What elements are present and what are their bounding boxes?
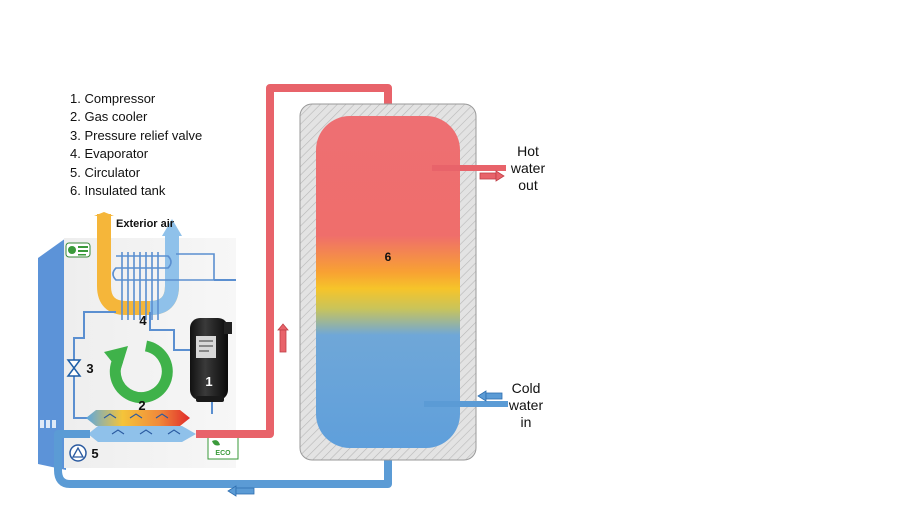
cold-water-in-label-line-1: Cold bbox=[511, 380, 541, 396]
hot-water-supply-pipe bbox=[196, 84, 392, 438]
cold-water-inlet bbox=[424, 390, 508, 407]
pressure-relief-valve-icon bbox=[66, 359, 82, 377]
eco-badge-icon: ECO bbox=[207, 436, 239, 460]
unit-side-panel bbox=[38, 238, 66, 470]
cold-water-in-label-line-2: water bbox=[508, 397, 544, 413]
hot-water-out-label-line-2: water bbox=[510, 160, 546, 176]
legend-item-insulated-tank: 6. Insulated tank bbox=[70, 183, 166, 199]
legend-item-evaporator: 4. Evaporator bbox=[70, 146, 149, 162]
callout-5: 5 bbox=[91, 446, 98, 461]
hot-flow-up-arrow-icon bbox=[277, 323, 289, 353]
tank-water-body bbox=[316, 116, 460, 448]
component-legend: 1. Compressor 2. Gas cooler 3. Pressure … bbox=[70, 90, 202, 200]
refrigerant-cycle-arrow-icon bbox=[104, 340, 173, 404]
water-coil bbox=[88, 426, 196, 442]
evaporator-coil bbox=[112, 252, 215, 320]
callout-1: 1 bbox=[205, 374, 212, 389]
brand-logo-icon bbox=[65, 242, 91, 258]
compressor bbox=[190, 318, 232, 402]
cold-water-in-label-line-3: in bbox=[520, 414, 532, 430]
exterior-air-label: Exterior air bbox=[116, 218, 175, 230]
legend-item-compressor: 1. Compressor bbox=[70, 91, 156, 106]
circulator-pump-icon bbox=[69, 444, 87, 462]
callout-2: 2 bbox=[138, 398, 145, 413]
exterior-air-duct bbox=[94, 212, 182, 315]
hot-water-out-label-line-1: Hot bbox=[517, 143, 539, 159]
cold-flow-left-arrow-icon bbox=[227, 485, 255, 497]
hot-water-out-label-line-3: out bbox=[518, 177, 538, 193]
insulated-tank bbox=[299, 103, 477, 461]
hot-out-arrow-icon bbox=[479, 170, 505, 182]
legend-item-pressure-relief-valve: 3. Pressure relief valve bbox=[70, 127, 203, 143]
callout-6: 6 bbox=[385, 250, 392, 264]
eco-badge-text: ECO bbox=[215, 450, 231, 457]
hot-water-out-label: Hot water out bbox=[508, 143, 548, 194]
callout-3: 3 bbox=[86, 361, 93, 376]
legend-item-gas-cooler: 2. Gas cooler bbox=[70, 109, 148, 125]
air-out-arrow-icon bbox=[162, 219, 182, 236]
callout-4: 4 bbox=[139, 313, 147, 328]
cold-water-in-label: Cold water in bbox=[504, 380, 548, 431]
gas-cooler bbox=[86, 410, 190, 426]
legend-item-circulator: 5. Circulator bbox=[70, 164, 141, 180]
cold-in-arrow-icon bbox=[477, 390, 503, 402]
cold-water-return-pipe bbox=[54, 430, 392, 497]
hot-water-outlet bbox=[432, 165, 506, 182]
